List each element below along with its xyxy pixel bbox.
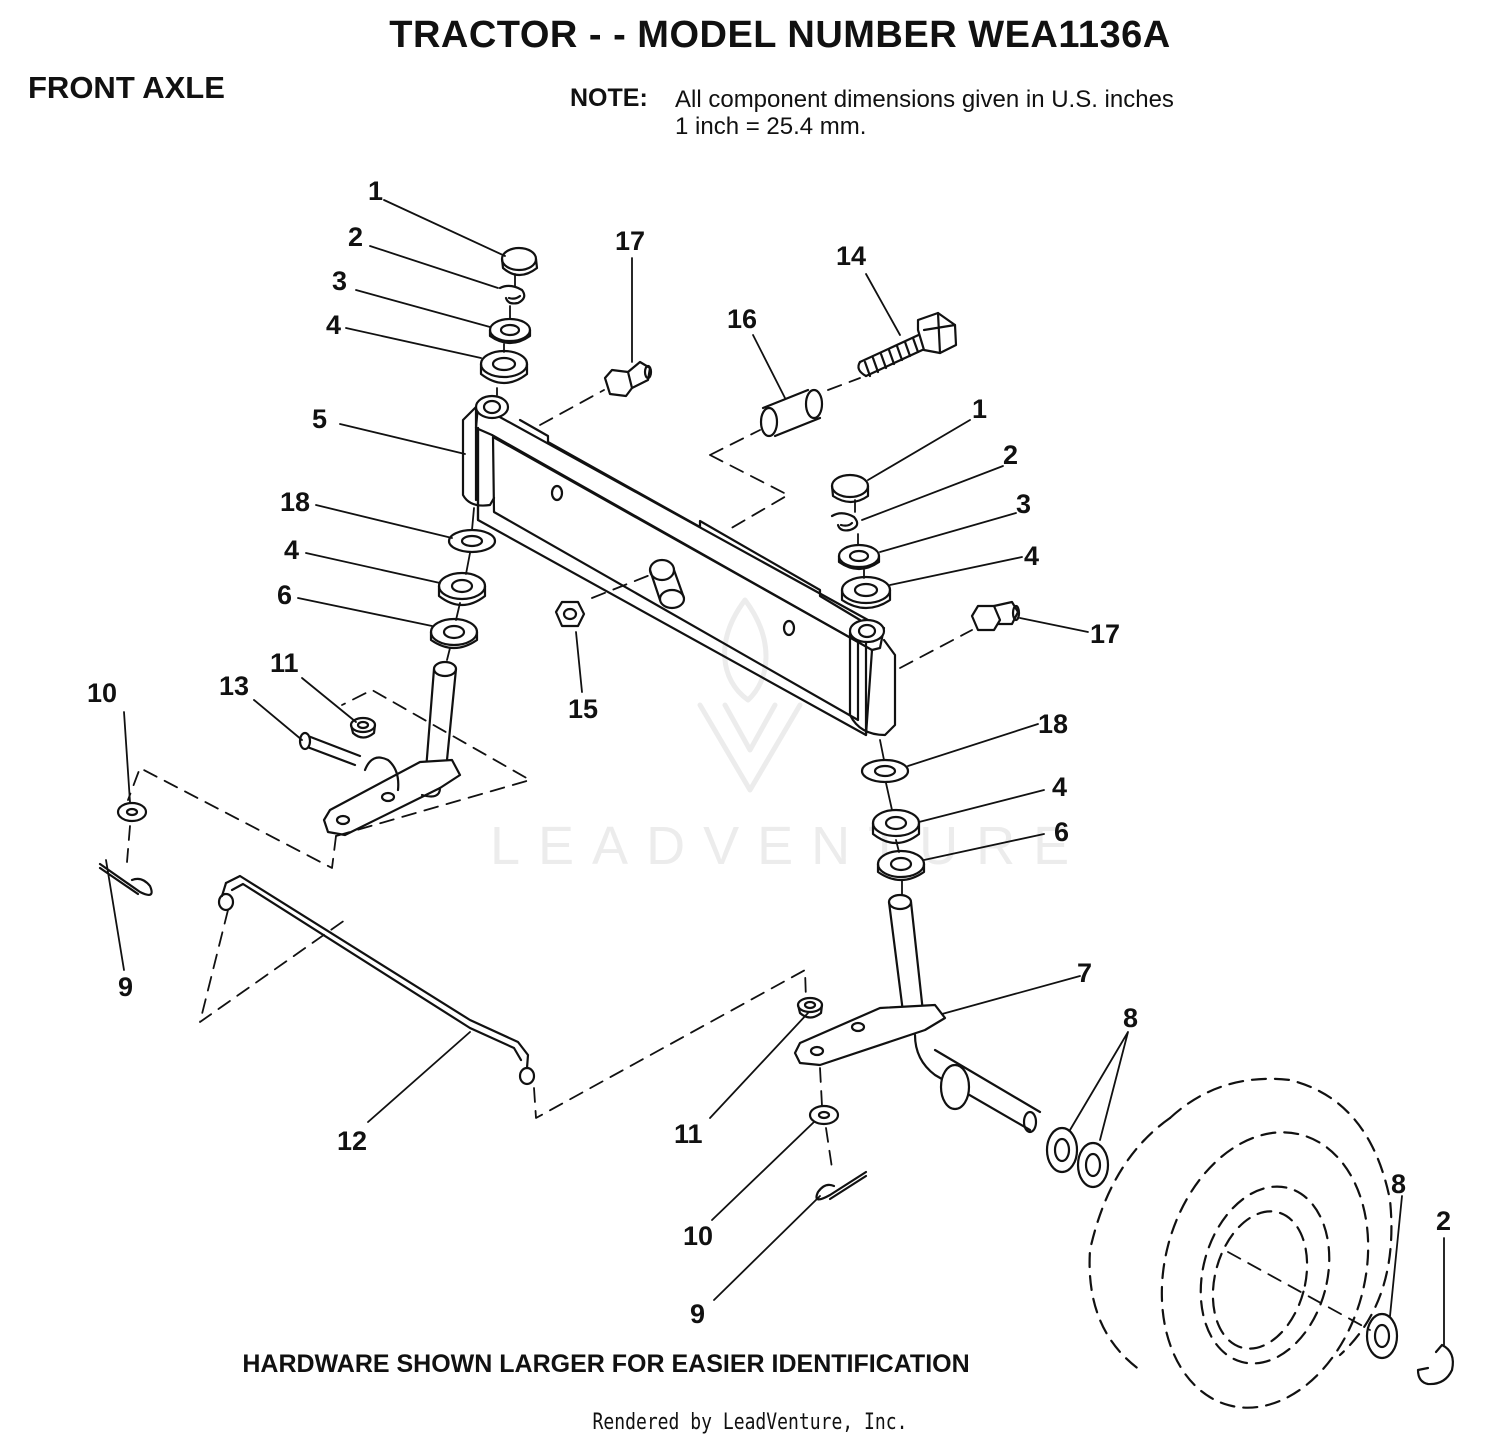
pivot-bolt [857,311,958,378]
bearing-left-lower [437,571,487,607]
callout-6-right: 6 [1054,817,1069,847]
callout-12: 12 [337,1126,367,1156]
axle-washer-2 [1076,1141,1110,1189]
callout-18-right: 18 [1038,709,1068,739]
callout-4-top-right: 4 [1024,541,1039,571]
washer-right-top [837,543,881,571]
callout-16: 16 [727,304,757,334]
callout-15: 15 [568,694,598,724]
note-label: NOTE: [570,84,648,112]
callout-8-washers: 8 [1123,1003,1138,1033]
callout-1-top-left: 1 [368,176,383,206]
callout-11-left: 11 [270,648,299,678]
bearing-right-top [840,575,892,610]
grease-fitting-right [970,600,1021,632]
callout-labels: 1 2 3 4 5 17 16 14 1 2 3 4 17 18 4 6 10 … [87,176,1451,1329]
spindle-right [793,893,1042,1134]
callout-2-top-right: 2 [1003,440,1018,470]
flat-washer-right [808,1104,840,1126]
hub-cap-right [830,473,870,504]
callout-7: 7 [1077,958,1092,988]
callout-18-left: 18 [280,487,310,517]
callout-3-top-left: 3 [332,266,347,296]
cotter-pin-left [98,862,153,896]
callout-11-right: 11 [674,1119,703,1149]
flat-washer-left [116,801,148,823]
callout-4-lower-right: 4 [1052,772,1067,802]
retaining-ring-left [498,284,526,305]
cotter-pin-right [815,1170,868,1201]
hub-cap-left [500,246,539,277]
bushing-right [876,849,926,882]
callout-10-right: 10 [683,1221,713,1251]
grease-fitting-left [603,360,653,398]
callout-5: 5 [312,404,327,434]
callout-9-left: 9 [118,972,133,1002]
assembly-dashed-lines [126,377,1371,1331]
solid-part-links [446,273,903,896]
callout-17-right: 17 [1090,619,1120,649]
axle-washer-1 [1045,1126,1079,1174]
flange-nut-left [349,716,377,739]
watermark-text: LEADVENTURE [490,816,1088,876]
bearing-left-top [479,349,529,385]
callout-8-wheel: 8 [1391,1169,1406,1199]
axle-washer-3 [1365,1312,1399,1360]
note-dimensions-text: All component dimensions given in U.S. i… [675,86,1174,113]
callout-1-top-right: 1 [972,394,987,424]
footer-note: HARDWARE SHOWN LARGER FOR EASIER IDENTIF… [242,1350,970,1378]
page-title: TRACTOR - - MODEL NUMBER WEA1136A [389,14,1171,56]
axle-beam [461,394,897,737]
washer-left-top [488,317,532,345]
section-title: FRONT AXLE [28,70,225,105]
thrust-washer-left [447,528,497,554]
callout-2-wheel: 2 [1436,1206,1451,1236]
callout-17-left: 17 [615,226,645,256]
spacer-tube [759,388,824,438]
callout-14: 14 [836,241,866,271]
callout-10-left: 10 [87,678,117,708]
flange-nut-right [796,996,824,1019]
lock-nut [554,600,586,628]
callout-9-right: 9 [690,1299,705,1329]
thrust-washer-right [860,758,910,784]
callout-4-mid-left: 4 [284,535,299,565]
callout-3-top-right: 3 [1016,489,1031,519]
drag-link [217,874,536,1086]
callout-4-top-left: 4 [326,310,341,340]
leader-lines [105,199,1445,1346]
retaining-ring-right [830,512,859,532]
bushing-left [429,617,479,650]
callout-2-top-left: 2 [348,222,363,252]
wheel-retaining-ring [1416,1343,1454,1386]
callout-6-left: 6 [277,580,292,610]
front-wheel-phantom [1088,1077,1393,1409]
watermark-logo-icon [697,597,803,793]
spindle-left [298,660,462,837]
callout-13: 13 [219,671,249,701]
bearing-right-lower [871,808,921,845]
render-credit: Rendered by LeadVenture, Inc. [592,1410,908,1435]
note-conversion-text: 1 inch = 25.4 mm. [675,113,867,140]
